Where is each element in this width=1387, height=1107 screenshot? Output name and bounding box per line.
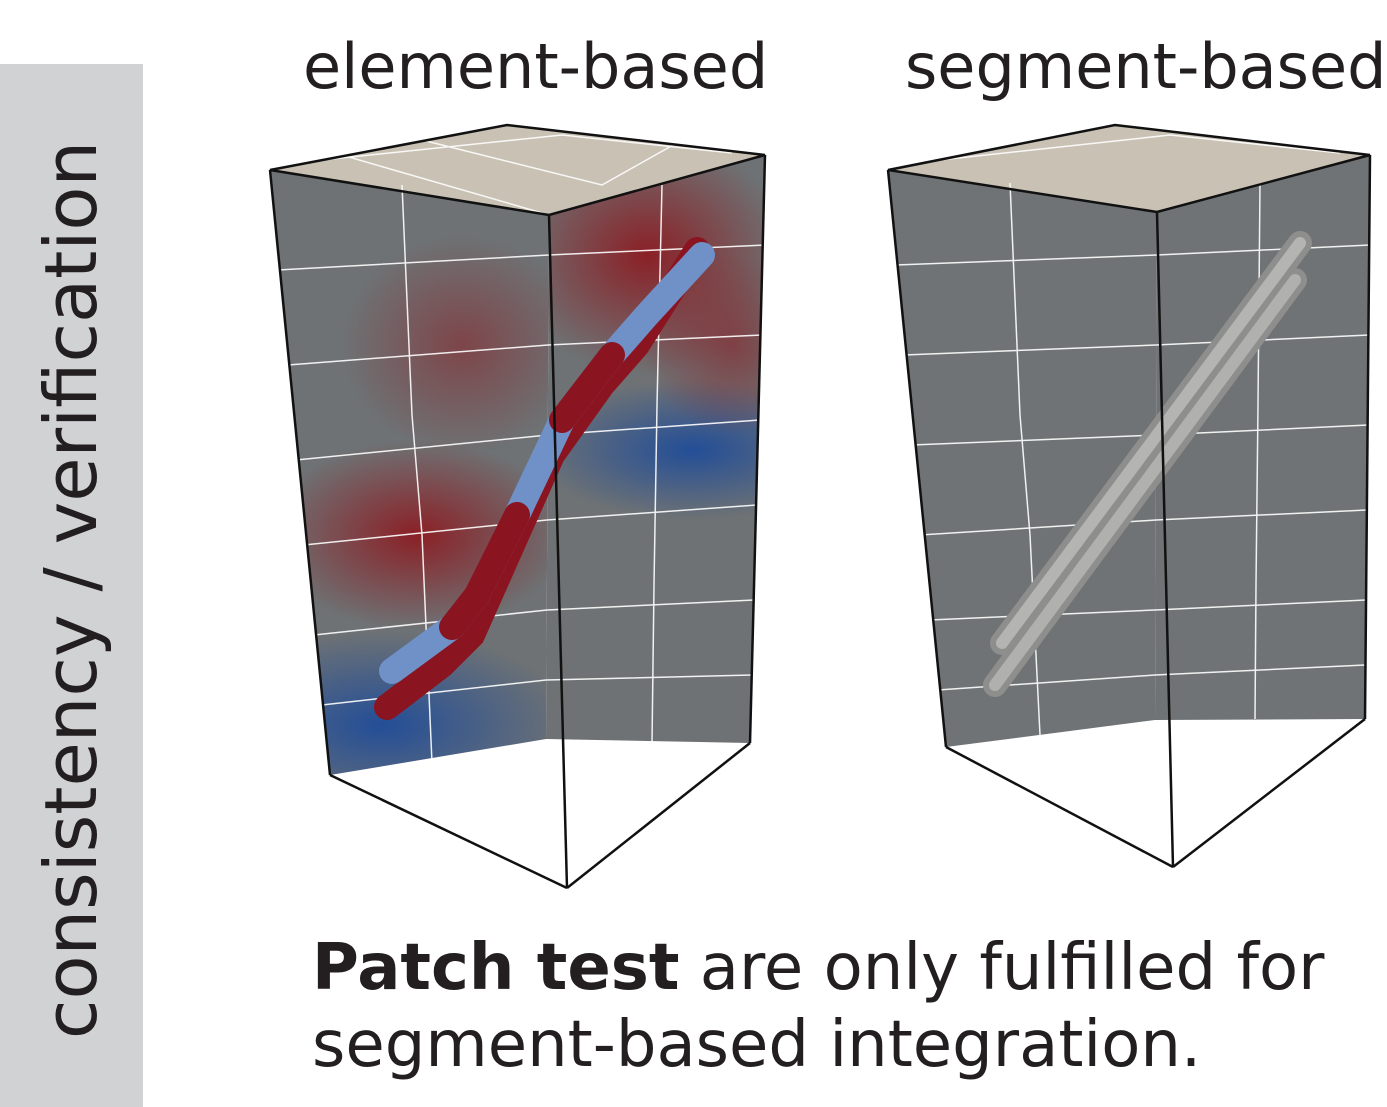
box-edges [886, 123, 1372, 869]
side-face [1155, 155, 1370, 720]
front-face [888, 170, 1157, 747]
element-based-box-figure [268, 123, 767, 890]
side-band [0, 64, 143, 1107]
panel-title-segment-based: segment-based [905, 30, 1387, 103]
embedded-beams [374, 237, 715, 720]
caption-bold: Patch test [312, 931, 680, 1005]
box-edges [268, 123, 767, 890]
side-label: consistency / verification [29, 140, 113, 1040]
caption-line-1: Patch test are only fulfilled for [312, 930, 1387, 1007]
caption: Patch test are only fulfilled for segmen… [312, 930, 1387, 1084]
caption-line-2: segment-based integration. [312, 1007, 1202, 1082]
panel-title-element-based: element-based [303, 30, 769, 103]
segment-based-box-figure [886, 123, 1372, 869]
embedded-beams [983, 231, 1312, 697]
caption-line-1-rest: are only fulfilled for [679, 931, 1325, 1005]
